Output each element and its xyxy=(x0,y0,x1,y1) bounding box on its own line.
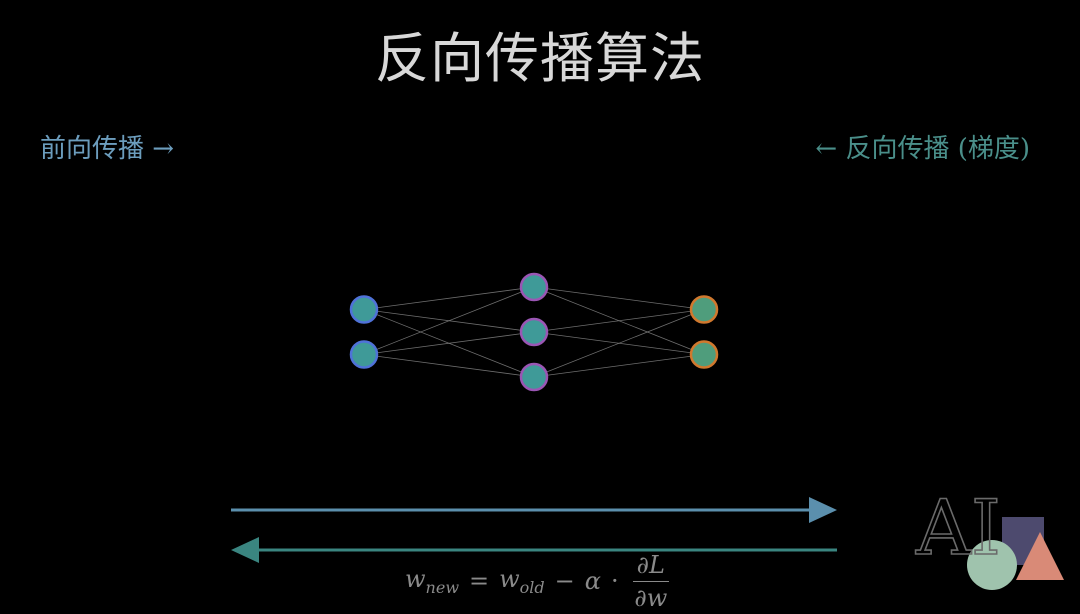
logo-text: AI xyxy=(915,483,1002,572)
input-node xyxy=(349,340,379,369)
ai-logo: AI xyxy=(912,483,1072,600)
formula-w-new: wnew xyxy=(405,565,460,597)
hidden-node xyxy=(519,317,549,347)
formula-denominator: ∂w xyxy=(634,583,668,612)
propagation-arrows xyxy=(231,497,837,563)
formula-w-old: wold xyxy=(499,565,545,597)
network-nodes xyxy=(349,272,719,392)
network-edge xyxy=(363,286,535,355)
network-edge xyxy=(363,286,535,310)
network-edge xyxy=(533,309,705,378)
network-edge xyxy=(363,354,535,378)
formula-minus: − xyxy=(554,567,575,595)
formula-gradient-fraction: ∂L ∂w xyxy=(632,551,669,612)
output-node xyxy=(689,295,719,324)
hidden-node xyxy=(519,272,549,302)
logo-triangle-shape xyxy=(1016,532,1064,580)
network-edge xyxy=(363,331,535,355)
network-edge xyxy=(533,286,705,310)
backward-propagation-label: ← 反向传播 (梯度) xyxy=(815,134,1030,164)
network-edge xyxy=(533,309,705,333)
network-edge xyxy=(533,354,705,378)
backward-arrow-head xyxy=(231,537,259,563)
formula-learning-rate: α xyxy=(584,567,601,595)
forward-propagation-label: 前向传播 → xyxy=(40,134,175,164)
input-node xyxy=(349,295,379,324)
forward-arrow-head xyxy=(809,497,837,523)
formula-dot: · xyxy=(611,567,619,595)
output-node xyxy=(689,340,719,369)
network-edges xyxy=(363,286,705,378)
weight-update-formula: wnew = wold − α · ∂L ∂w xyxy=(405,548,669,614)
logo-circle-shape xyxy=(967,540,1017,590)
formula-equals: = xyxy=(469,567,490,595)
slide-title: 反向传播算法 xyxy=(375,27,705,90)
hidden-node xyxy=(519,362,549,392)
formula-numerator: ∂L xyxy=(632,551,669,582)
